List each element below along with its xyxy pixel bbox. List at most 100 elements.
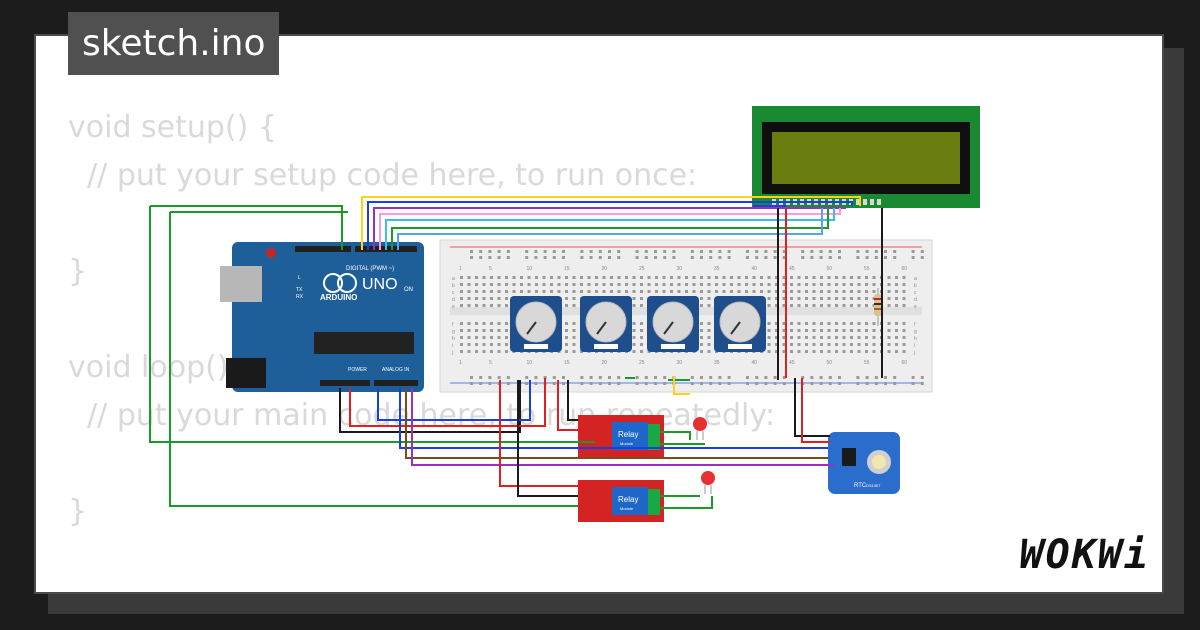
l-led-label: L (298, 275, 301, 281)
column-number: 35 (714, 266, 720, 272)
column-number: 25 (639, 360, 645, 366)
column-number: 15 (564, 266, 570, 272)
column-number: 45 (789, 266, 795, 272)
wire-red[interactable] (349, 378, 546, 427)
wire-yellow[interactable] (361, 196, 861, 250)
wokwi-logo: WOKWi (1019, 532, 1150, 578)
wire-blue[interactable] (399, 388, 828, 449)
lcd-display[interactable] (752, 106, 980, 208)
row-letter: a (452, 276, 455, 282)
column-number: 15 (564, 360, 570, 366)
wire-red[interactable] (557, 380, 578, 431)
wire-lightblue[interactable] (397, 208, 823, 250)
digital-header-upper (295, 246, 351, 252)
code-line: } (68, 494, 88, 529)
column-number: 5 (489, 360, 492, 366)
row-letter: c (452, 290, 455, 296)
wire-purple[interactable] (373, 207, 846, 250)
arduino-logo-icon (337, 273, 357, 293)
led-red-2[interactable] (701, 471, 715, 494)
row-letter: h (452, 336, 455, 342)
potentiometer[interactable] (714, 296, 766, 352)
wire-blue[interactable] (367, 201, 853, 250)
digital-label: DIGITAL (PWM ~) (346, 266, 394, 272)
column-number: 20 (602, 360, 608, 366)
microcontroller-chip (314, 332, 414, 354)
row-letter: d (914, 297, 917, 303)
row-letter: g (914, 329, 917, 335)
potentiometer-group[interactable] (510, 296, 766, 352)
column-number: 55 (864, 360, 870, 366)
board-model-label: UNO (362, 276, 398, 293)
relay-module-1[interactable]: Relay Module (578, 415, 664, 457)
row-letter: j (451, 350, 453, 356)
rtc-module[interactable]: RTC DS1307 (828, 432, 900, 494)
wire-black[interactable] (339, 380, 521, 433)
column-number: 30 (677, 266, 683, 272)
wire-pink[interactable] (379, 208, 841, 250)
breadboard-column-numbers: 1155101015152020252530303535404045455050… (459, 266, 907, 366)
rtc-sublabel: DS1307 (866, 483, 881, 488)
column-number: 5 (489, 266, 492, 272)
row-letter: h (914, 336, 917, 342)
column-number: 1 (459, 266, 462, 272)
relay-sublabel: Module (620, 441, 634, 446)
wire-red[interactable] (801, 378, 830, 443)
row-letter: f (452, 322, 454, 328)
rx-led-label: RX (296, 294, 304, 300)
power-jack (226, 358, 266, 388)
wire-green[interactable] (660, 496, 713, 509)
row-letter: g (452, 329, 455, 335)
column-number: 40 (752, 266, 758, 272)
arduino-uno-board[interactable]: UNO ARDUINO DIGITAL (PWM ~) POWER ANALOG… (220, 242, 424, 392)
code-editor[interactable]: void setup() { // put your setup code he… (68, 104, 775, 536)
column-number: 30 (677, 360, 683, 366)
wire-yellow[interactable] (673, 376, 690, 395)
row-letter: b (914, 283, 917, 289)
wire-black[interactable] (517, 380, 578, 497)
reset-button[interactable] (266, 248, 276, 258)
rtc-label: RTC (854, 483, 867, 489)
wire-green[interactable] (169, 212, 578, 507)
wire-black[interactable] (567, 380, 578, 421)
column-number: 40 (752, 360, 758, 366)
wire-blue[interactable] (377, 380, 531, 421)
code-line: } (68, 254, 88, 289)
wire-black[interactable] (794, 378, 830, 437)
row-letter: i (452, 343, 453, 349)
column-number: 50 (827, 266, 833, 272)
potentiometer[interactable] (510, 296, 562, 352)
row-letter: a (914, 276, 917, 282)
column-number: 50 (827, 360, 833, 366)
column-number: 25 (639, 266, 645, 272)
code-line: void setup() { (68, 110, 277, 145)
wire-purple[interactable] (411, 388, 834, 466)
column-number: 45 (789, 360, 795, 366)
wire-green[interactable] (150, 205, 343, 250)
row-letter: f (914, 322, 916, 328)
row-letter: i (914, 343, 915, 349)
wire-green[interactable] (149, 206, 595, 443)
wire-green[interactable] (391, 208, 829, 250)
power-label: POWER (348, 367, 367, 373)
arduino-logo-icon (323, 273, 343, 293)
wire-green[interactable] (660, 431, 691, 440)
resistor[interactable] (874, 288, 882, 326)
power-header (320, 380, 370, 386)
column-number: 60 (902, 360, 908, 366)
wire-red[interactable] (499, 380, 578, 487)
sketch-title[interactable]: sketch.ino (68, 12, 280, 75)
wire-cyan[interactable] (385, 208, 835, 250)
potentiometer[interactable] (580, 296, 632, 352)
led-red-1[interactable] (693, 417, 707, 440)
row-letter: j (913, 350, 915, 356)
column-number: 10 (527, 266, 533, 272)
board-brand-label: ARDUINO (320, 293, 357, 302)
relay-label: Relay (618, 430, 638, 439)
potentiometer[interactable] (647, 296, 699, 352)
wire-brown[interactable] (405, 388, 828, 459)
wires[interactable] (149, 196, 883, 509)
relay-module-2[interactable]: Relay Module (578, 480, 664, 522)
